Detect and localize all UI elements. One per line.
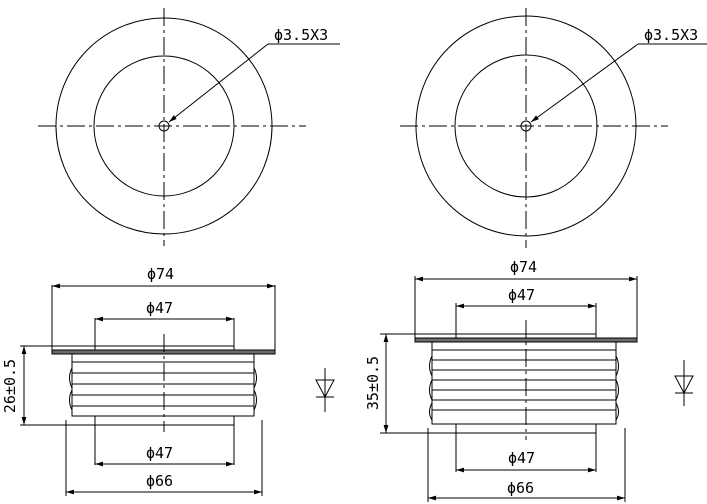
- left-dim-height: 26±0.5: [1, 359, 19, 413]
- left-side-view: ϕ74 ϕ47 ϕ47 ϕ66 26±0.5: [1, 265, 276, 496]
- right-dim-height: 35±0.5: [364, 356, 382, 410]
- right-hole-callout: ϕ3.5X3: [644, 26, 698, 44]
- right-side-view: ϕ74 ϕ47 ϕ47 ϕ66 35±0.5: [364, 258, 638, 502]
- left-hole-callout: ϕ3.5X3: [274, 26, 328, 44]
- right-dim-top-outer: ϕ74: [510, 258, 537, 276]
- left-dim-bottom-outer: ϕ66: [146, 472, 173, 490]
- right-dim-top-inner: ϕ47: [508, 286, 535, 304]
- right-dim-bottom-inner: ϕ47: [508, 449, 535, 467]
- left-dim-bottom-inner: ϕ47: [146, 444, 173, 462]
- right-hole-leader: [530, 43, 639, 123]
- right-ceramic-ribs: [429, 349, 619, 421]
- diode-symbol-right: [674, 360, 694, 406]
- right-ceramic-body: [431, 341, 617, 425]
- left-top-view: ϕ3.5X3: [38, 8, 340, 246]
- left-dim-top-inner: ϕ47: [146, 299, 173, 317]
- right-flange: [414, 337, 638, 343]
- left-ceramic-body: [71, 353, 255, 417]
- right-dim-bottom-outer: ϕ66: [507, 479, 534, 497]
- diode-symbol-left: [315, 368, 335, 412]
- left-hole-leader: [168, 43, 269, 123]
- right-top-view: ϕ3.5X3: [400, 8, 707, 248]
- left-dim-top-outer: ϕ74: [147, 265, 174, 283]
- left-ceramic-ribs: [69, 361, 257, 411]
